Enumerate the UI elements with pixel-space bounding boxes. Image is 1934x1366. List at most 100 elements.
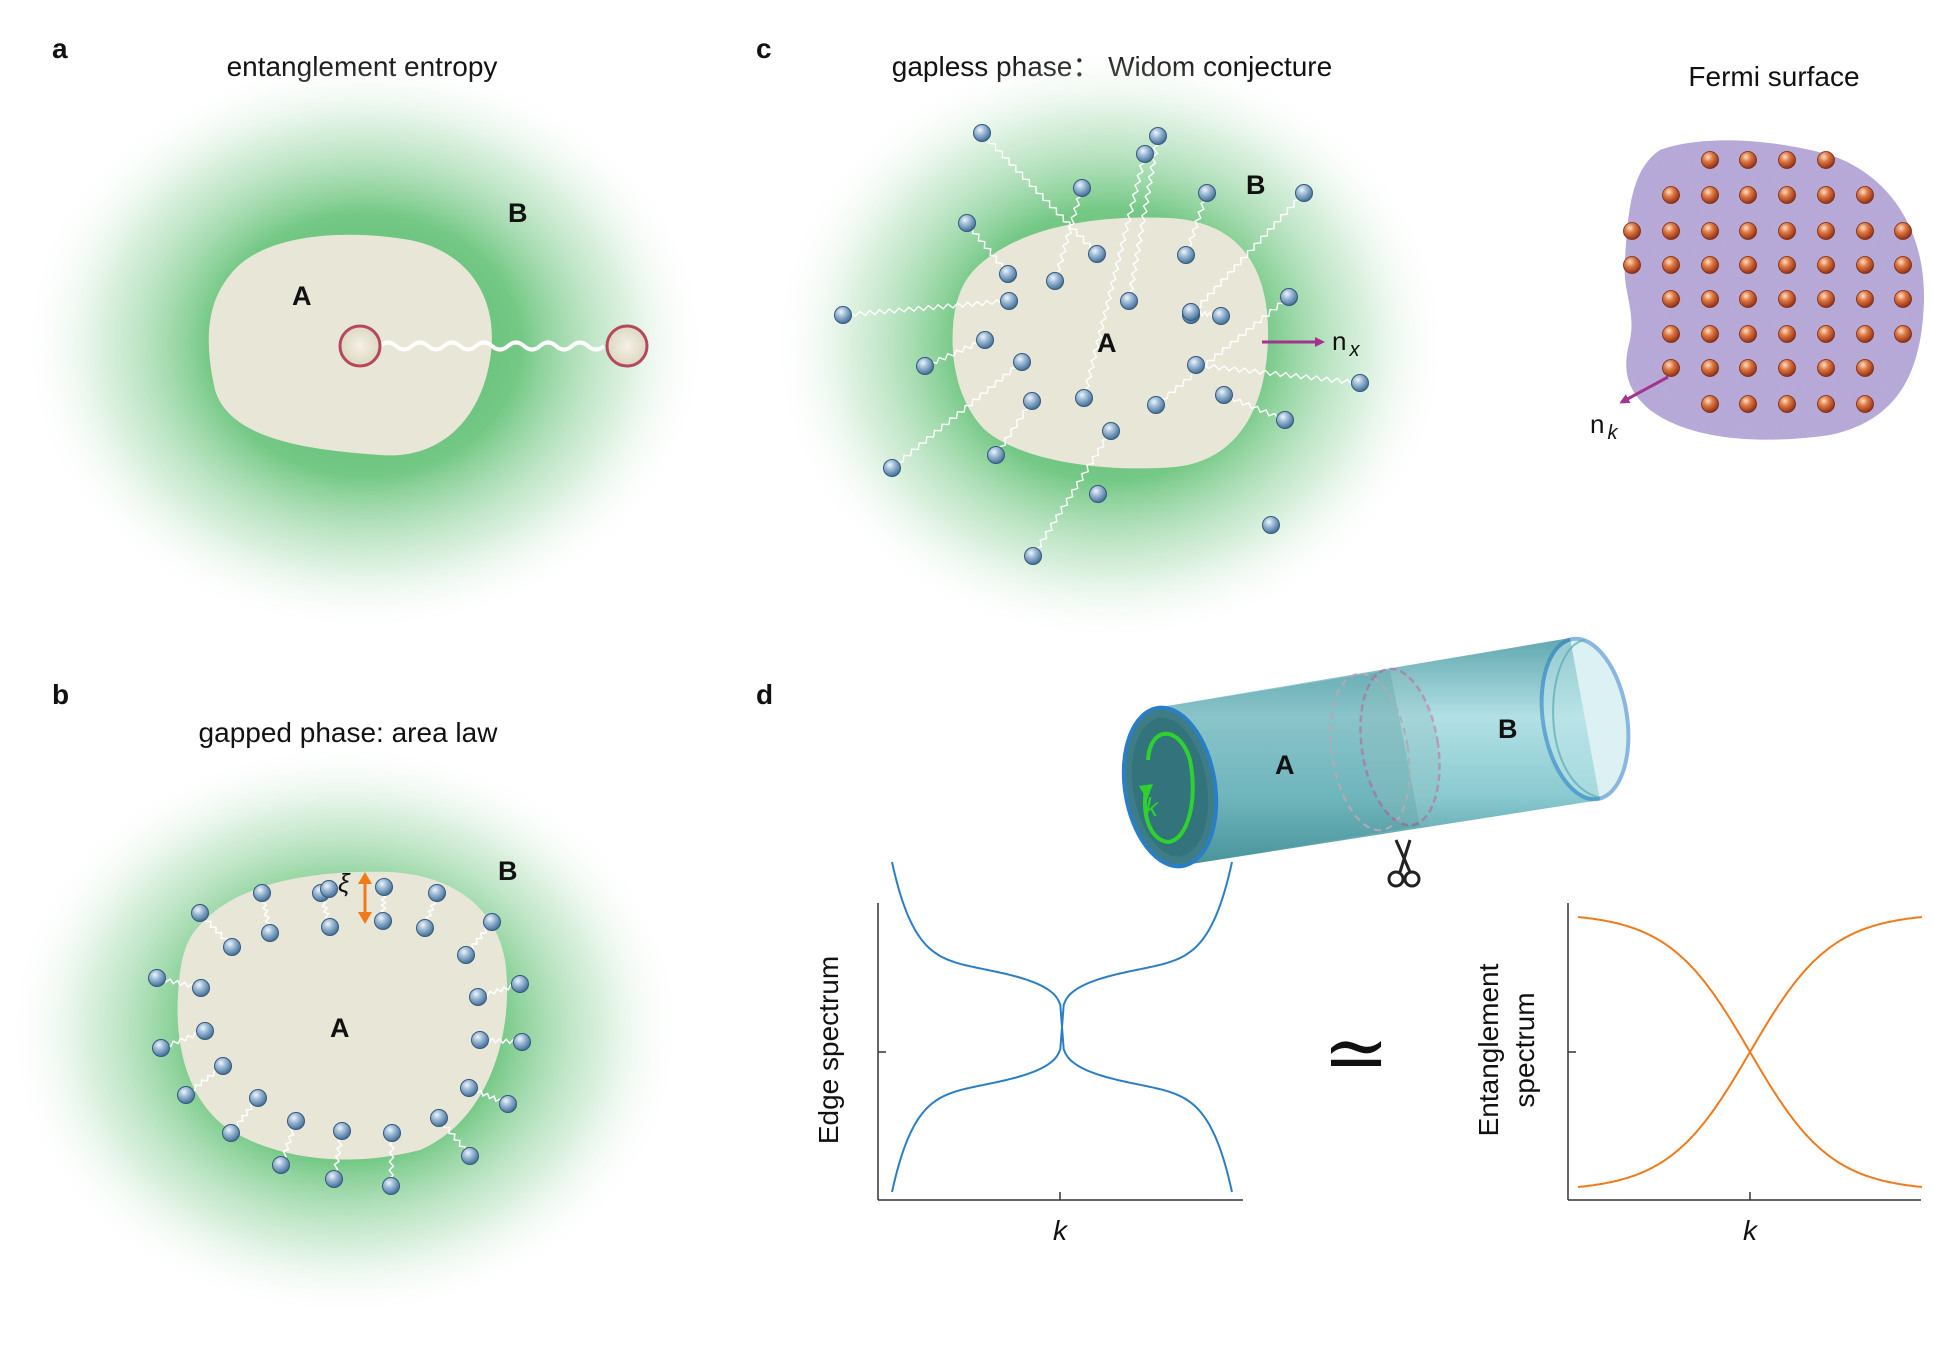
fermi-surface-title: Fermi surface <box>1688 61 1859 92</box>
particle <box>1000 292 1018 310</box>
crossing-pairs <box>834 124 1369 565</box>
fermi-dot <box>1662 325 1680 343</box>
scissors-icon <box>1387 839 1421 888</box>
particle <box>428 884 446 902</box>
cut-ring-front <box>1359 667 1441 827</box>
bond <box>995 400 1033 456</box>
region-b-label: B <box>508 198 528 228</box>
fermi-dot <box>1778 151 1796 169</box>
fermi-dot <box>1778 290 1796 308</box>
fermi-dot <box>1778 359 1796 377</box>
fermi-dot <box>1856 186 1874 204</box>
region-a-label: A <box>330 1013 350 1043</box>
particle <box>987 446 1005 464</box>
particle <box>1120 292 1138 310</box>
edge-y-label: Edge spectrum <box>813 956 844 1144</box>
fermi-dot <box>1701 325 1719 343</box>
fermi-dot <box>1894 256 1912 274</box>
panel-letter-b: b <box>52 679 69 710</box>
particle <box>1276 411 1294 429</box>
particle <box>1024 547 1042 565</box>
bond <box>1223 394 1286 421</box>
fermi-dot <box>1662 186 1680 204</box>
fermi-dot <box>1856 222 1874 240</box>
fermi-dot <box>1623 256 1641 274</box>
fermi-dot <box>1662 290 1680 308</box>
particle <box>461 1147 479 1165</box>
cylinder-body <box>1155 638 1600 865</box>
fermi-dot <box>1701 359 1719 377</box>
particle <box>513 1033 531 1051</box>
panel-letter-c: c <box>756 33 772 64</box>
particle <box>287 1112 305 1130</box>
fermi-dot <box>1894 290 1912 308</box>
particle <box>511 975 529 993</box>
particle <box>1149 127 1167 145</box>
region-b-label: B <box>1498 714 1518 744</box>
bond <box>1155 296 1290 406</box>
particle <box>1198 184 1216 202</box>
particle <box>483 913 501 931</box>
particle <box>223 938 241 956</box>
fermi-sea-dots <box>1623 151 1912 413</box>
cylinder-body-shade <box>1155 670 1420 865</box>
fermi-dot <box>1662 359 1680 377</box>
bond <box>1195 362 1361 386</box>
particle <box>1351 374 1369 392</box>
particle <box>177 1086 195 1104</box>
region-a-label: A <box>1275 750 1295 780</box>
fermi-dot <box>1856 256 1874 274</box>
bond <box>1185 192 1208 256</box>
particle <box>321 918 339 936</box>
correlation-length-label: ξ <box>338 868 351 898</box>
fermi-dot <box>1701 290 1719 308</box>
fermi-dot <box>1817 325 1835 343</box>
particle <box>883 459 901 477</box>
particle <box>375 878 393 896</box>
particle <box>1147 396 1165 414</box>
fermi-dot <box>1739 395 1757 413</box>
particle-inside <box>338 324 382 368</box>
bond <box>1190 192 1305 316</box>
particle <box>958 214 976 232</box>
particle <box>249 1089 267 1107</box>
particle <box>973 124 991 142</box>
particle <box>383 1124 401 1142</box>
bond <box>842 298 1010 318</box>
particle <box>469 988 487 1006</box>
fermi-dot <box>1701 256 1719 274</box>
particle <box>1280 288 1298 306</box>
particle <box>1023 392 1041 410</box>
ent-x-label: k <box>1743 1215 1759 1246</box>
particle <box>1262 516 1280 534</box>
particle <box>416 919 434 937</box>
edge-spectrum-plot: Edge spectrum k <box>813 861 1243 1246</box>
particle <box>1177 246 1195 264</box>
fermi-dot <box>1739 256 1757 274</box>
fermi-dot <box>1856 395 1874 413</box>
k-arrow-head <box>1139 784 1153 800</box>
fermi-dot <box>1739 325 1757 343</box>
region-b-label: B <box>1246 170 1266 200</box>
particle <box>333 1122 351 1140</box>
bond <box>1127 135 1160 302</box>
particle <box>1013 353 1031 371</box>
particle <box>460 1079 478 1097</box>
region-a-blob <box>177 871 508 1160</box>
bond <box>924 338 986 368</box>
panel-b: b gapped phase: area law A B ξ <box>5 679 685 1320</box>
fermi-dot <box>1894 222 1912 240</box>
particle <box>272 1156 290 1174</box>
particle <box>320 880 338 898</box>
particle <box>382 1177 400 1195</box>
edge-band-upper <box>891 861 1233 1028</box>
correlation-length-arrow <box>358 872 372 924</box>
particle <box>916 357 934 375</box>
bond <box>891 361 1023 469</box>
particle-outside <box>605 324 649 368</box>
fermi-dot <box>1817 222 1835 240</box>
panel-letter-a: a <box>52 33 68 64</box>
bond <box>1054 187 1084 282</box>
